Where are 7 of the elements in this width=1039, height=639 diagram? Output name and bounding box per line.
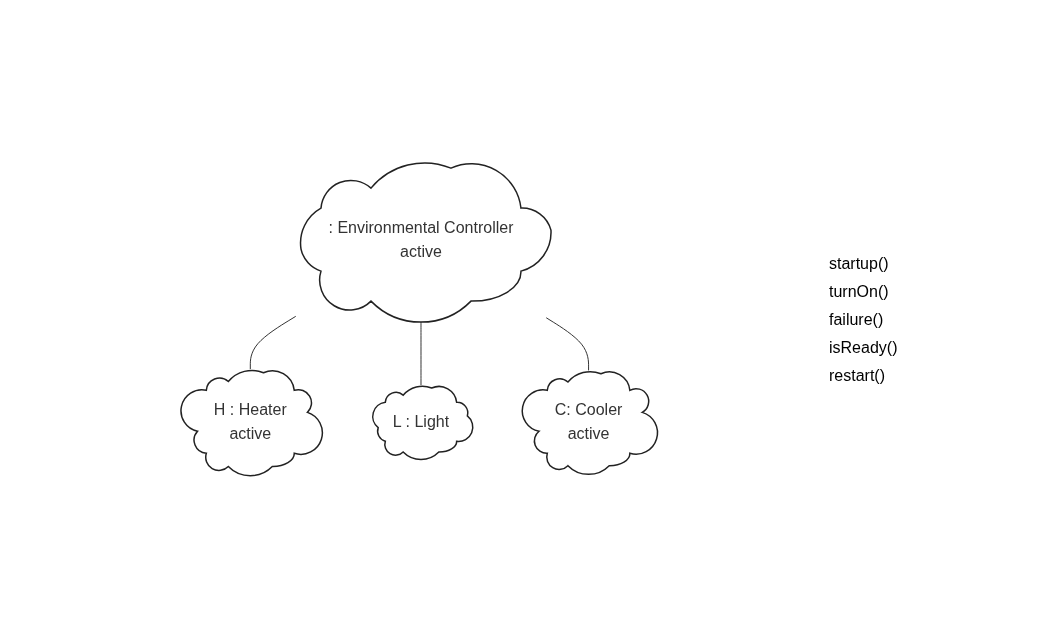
message-label: failure() bbox=[829, 310, 885, 329]
message-label: turnOn() bbox=[829, 282, 890, 301]
connector bbox=[546, 317, 590, 372]
message-label: restart() bbox=[829, 366, 886, 385]
message-label: startup() bbox=[829, 254, 890, 273]
message-label: isReady() bbox=[829, 338, 899, 357]
connector bbox=[250, 315, 297, 370]
